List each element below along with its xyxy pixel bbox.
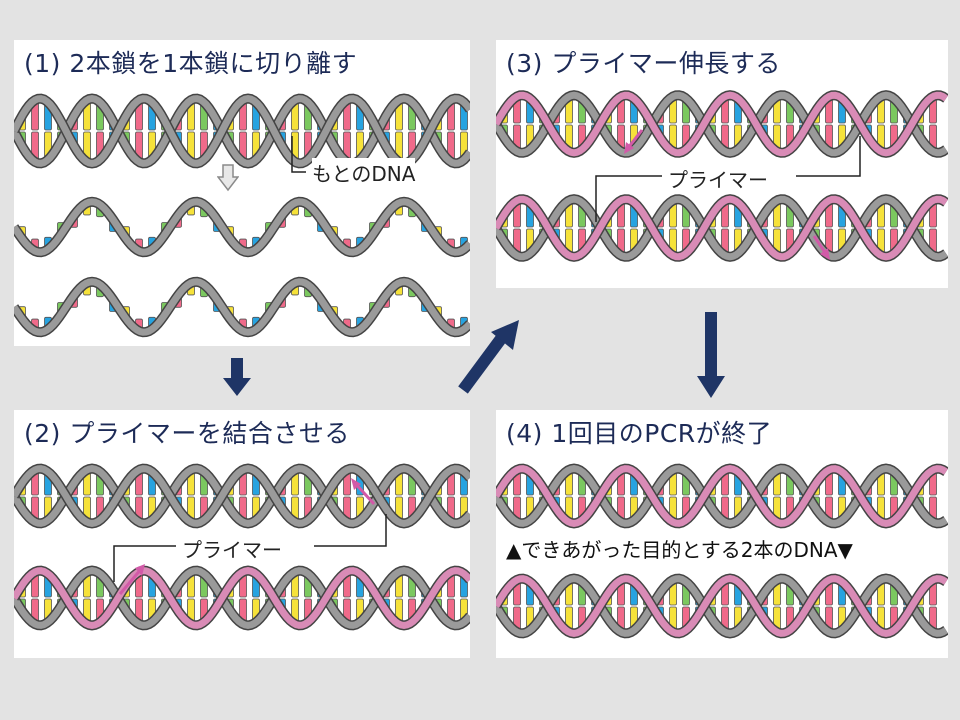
panel-title: (2) プライマーを結合させる [24,419,350,448]
panel-step-2: (2) プライマーを結合させる プライマー [14,410,470,658]
down-arrow-icon [216,164,240,196]
down-arrow-3-to-4 [696,312,726,406]
separated-strand-bottom [14,276,470,338]
extending-strand-top [496,90,948,158]
panel-step-1: (1) 2本鎖を1本鎖に切り離す もとのDNA [14,40,470,346]
extending-strand-bottom [496,194,948,262]
product-dna-bottom [496,573,948,639]
strand-with-primer-bottom [14,565,470,631]
primer-label: プライマー [182,534,282,563]
down-arrow-1-to-2 [222,358,252,402]
product-dna-top [496,463,948,529]
separated-strand-top [14,196,470,258]
original-dna-helix [14,93,470,169]
result-caption: ▲できあがった目的とする2本のDNA▼ [506,538,853,562]
original-dna-label: もとのDNA [312,158,416,187]
primer-label: プライマー [668,164,768,193]
strand-with-primer-top [14,463,470,529]
panel-title: (1) 2本鎖を1本鎖に切り離す [24,49,358,78]
panel-step-3: (3) プライマー伸長する プライマー [496,40,948,288]
panel-title: (4) 1回目のPCRが終了 [506,419,773,448]
diagonal-arrow-2-to-3 [455,318,525,402]
panel-title: (3) プライマー伸長する [506,49,781,78]
panel-step-4: (4) 1回目のPCRが終了 ▲できあがった目的とする2本のDNA▼ [496,410,948,658]
